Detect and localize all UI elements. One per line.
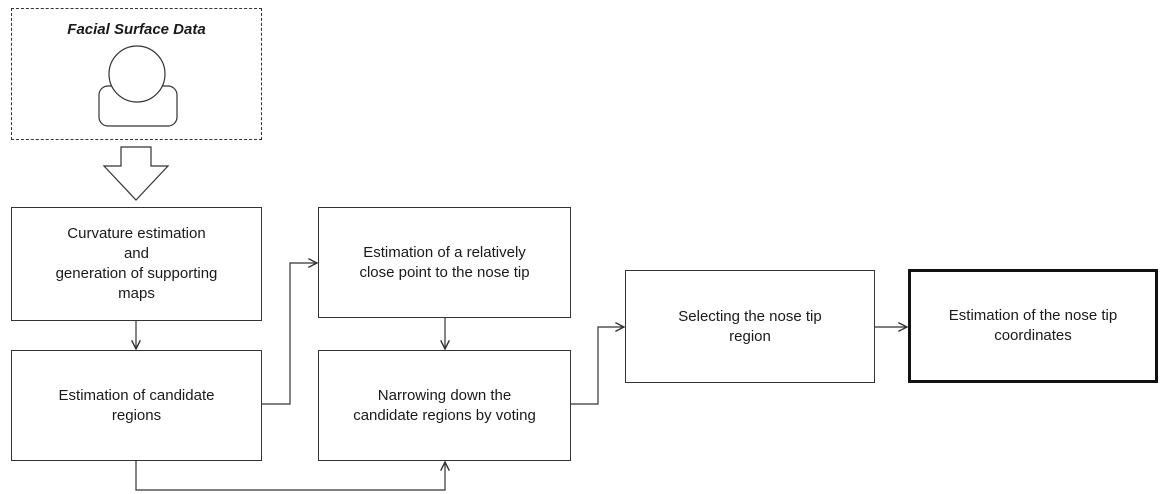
input-down-arrow xyxy=(102,146,170,201)
arrow-narrowing-to-selecting xyxy=(571,327,624,405)
selecting-nose-tip-box: Selecting the nose tip region xyxy=(625,270,875,383)
nose-tip-coordinates-box: Estimation of the nose tip coordinates xyxy=(908,269,1158,383)
facial-surface-data-box: Facial Surface Data xyxy=(11,8,262,140)
candidate-regions-box: Estimation of candidate regions xyxy=(11,350,262,461)
arrow-candidate-to-close-point xyxy=(262,263,317,405)
narrowing-regions-box: Narrowing down the candidate regions by … xyxy=(318,350,571,461)
close-point-estimation-box: Estimation of a relatively close point t… xyxy=(318,207,571,318)
facial-surface-data-title: Facial Surface Data xyxy=(67,21,206,38)
arrow-candidate-to-narrowing xyxy=(135,461,445,491)
face-user-icon xyxy=(98,45,178,127)
curvature-estimation-box: Curvature estimation and generation of s… xyxy=(11,207,262,321)
